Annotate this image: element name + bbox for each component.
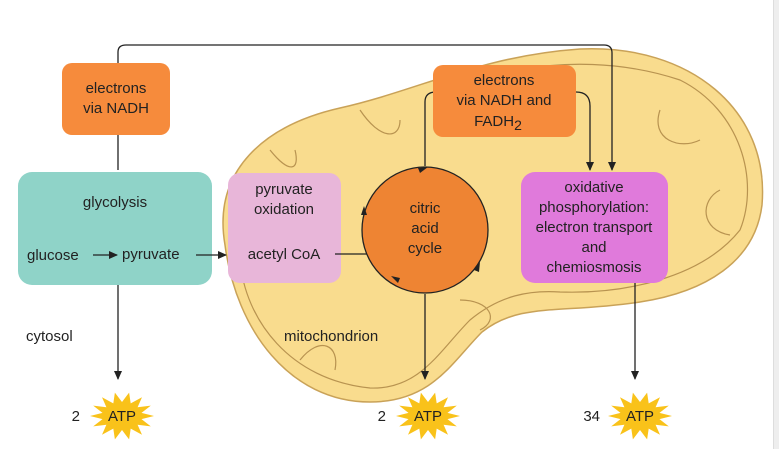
atp-label: ATP — [626, 408, 654, 425]
oxidative-phosphorylation-box: oxidative phosphorylation: electron tran… — [521, 172, 668, 283]
glycolysis-box: glycolysis glucose pyruvate — [18, 172, 212, 285]
atp-count: 34 — [583, 408, 600, 425]
atp-yields: 2 ATP 2 ATP 34 ATP — [72, 392, 672, 440]
acetyl-coa-label: acetyl CoA — [248, 246, 321, 263]
oxphos-label-4: and — [581, 239, 606, 256]
acid-label: acid — [411, 220, 439, 237]
oxphos-label-3: electron transport — [536, 219, 654, 236]
pyruvate-oxidation-box: pyruvate oxidation acetyl CoA — [228, 173, 341, 283]
pyruvate-oxidation-label-2: oxidation — [254, 201, 314, 218]
svg-text:FADH2: FADH2 — [474, 113, 522, 133]
via-nadh-and-label: via NADH and — [456, 92, 551, 109]
electrons-nadh-fadh2-box: electrons via NADH and FADH2 — [433, 65, 576, 137]
nadh-to-oxidative-arrow — [117, 44, 616, 171]
cycle-label: cycle — [408, 240, 442, 257]
atp-count: 2 — [72, 408, 80, 425]
cristae — [239, 63, 748, 389]
mitochondrion-shape — [222, 48, 764, 403]
oxphos-label-2: phosphorylation: — [539, 199, 649, 216]
scrollbar[interactable] — [773, 0, 779, 449]
electrons-label: electrons — [474, 72, 535, 89]
atp-yield: 34 ATP — [583, 392, 672, 440]
oxphos-label-5: chemiosmosis — [546, 259, 641, 276]
fadh-label: FADH — [474, 113, 514, 130]
electrons-nadh-box: electrons via NADH — [62, 63, 170, 135]
cytosol-label: cytosol — [26, 328, 73, 345]
atp-label: ATP — [108, 408, 136, 425]
atp-label: ATP — [414, 408, 442, 425]
atp-burst-icon — [396, 392, 460, 440]
pyruvate-oxidation-label-1: pyruvate — [255, 181, 313, 198]
subscript-2: 2 — [514, 117, 522, 133]
pyruvate-label: pyruvate — [122, 246, 180, 263]
citric-acid-cycle: citric acid cycle — [361, 166, 489, 294]
glycolysis-label: glycolysis — [83, 194, 147, 211]
electrons-label: electrons — [86, 80, 147, 97]
citric-label: citric — [410, 200, 441, 217]
electrons-to-oxidative-arrow — [575, 91, 594, 171]
atp-yield: 2 ATP — [378, 392, 460, 440]
oxphos-label-1: oxidative — [564, 179, 623, 196]
via-nadh-label: via NADH — [83, 100, 149, 117]
atp-yield: 2 ATP — [72, 392, 154, 440]
atp-burst-icon — [90, 392, 154, 440]
atp-burst-icon — [608, 392, 672, 440]
mitochondrion-label: mitochondrion — [284, 328, 378, 345]
glucose-label: glucose — [27, 247, 79, 264]
atp-count: 2 — [378, 408, 386, 425]
